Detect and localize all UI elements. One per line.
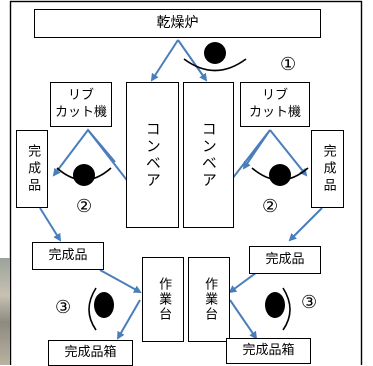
step-marker-2-right: ② xyxy=(262,196,279,217)
facility-outline xyxy=(9,0,363,365)
drying-furnace-label: 乾燥炉 xyxy=(156,14,199,31)
finished-side-left-label: 完成品 xyxy=(25,143,41,195)
rib-cutter-left: リブ カット機 xyxy=(50,82,112,127)
worker-top xyxy=(183,42,247,72)
step-marker-2-left: ② xyxy=(76,196,93,217)
conveyor-left: コンベア xyxy=(126,82,179,228)
finished-side-right: 完成品 xyxy=(311,130,344,208)
step-marker-1: ① xyxy=(280,54,297,75)
rib-cutter-left-line1: リブ xyxy=(67,88,94,104)
rib-cutter-right-line2: カット機 xyxy=(248,104,301,120)
worker-mid-left xyxy=(56,164,112,186)
step-marker-3-right: ③ xyxy=(301,292,318,313)
finished-crate-left: 完成品箱 xyxy=(48,340,133,366)
conveyor-right: コンベア xyxy=(183,82,234,228)
rib-cutter-right-line1: リブ xyxy=(261,88,288,104)
worker-mid-right xyxy=(251,164,309,186)
conveyor-right-label: コンベア xyxy=(199,121,218,189)
workbench-left: 作業台 xyxy=(142,257,184,342)
step-marker-3-left: ③ xyxy=(55,297,72,318)
rib-cutter-left-line2: カット機 xyxy=(54,104,107,120)
finished-crate-left-label: 完成品箱 xyxy=(64,344,117,360)
workbench-right-label: 作業台 xyxy=(202,277,218,322)
drying-furnace-box: 乾燥炉 xyxy=(34,9,321,38)
finished-lower-left-label: 完成品 xyxy=(48,247,88,263)
rib-cutter-right: リブ カット機 xyxy=(240,82,310,127)
workbench-right: 作業台 xyxy=(188,257,230,342)
arrow-left-workbench-to-crate xyxy=(116,299,141,340)
arrow-left-finished-down xyxy=(39,207,62,242)
finished-crate-right-label: 完成品箱 xyxy=(242,342,295,358)
workbench-left-label: 作業台 xyxy=(156,277,172,322)
finished-lower-left: 完成品 xyxy=(32,242,104,270)
arrow-furnace-to-right-conveyor xyxy=(177,39,208,82)
finished-side-right-label: 完成品 xyxy=(320,143,336,195)
arrow-right-workbench-to-crate xyxy=(229,299,258,340)
arrow-right-finished-down xyxy=(288,207,323,242)
finished-lower-right: 完成品 xyxy=(249,246,321,274)
worker-low-left xyxy=(88,287,114,331)
finished-crate-right: 完成品箱 xyxy=(226,338,311,364)
arrow-furnace-to-left-conveyor xyxy=(150,39,179,82)
conveyor-left-label: コンベア xyxy=(143,121,162,189)
finished-lower-right-label: 完成品 xyxy=(265,251,305,267)
worker-low-right xyxy=(265,287,291,331)
arrow-right-branch xyxy=(269,129,308,177)
arrow-left-to-workbench xyxy=(99,269,142,293)
photo-fragment xyxy=(0,258,10,365)
finished-side-left: 完成品 xyxy=(16,130,48,208)
arrow-left-branch xyxy=(87,129,116,163)
